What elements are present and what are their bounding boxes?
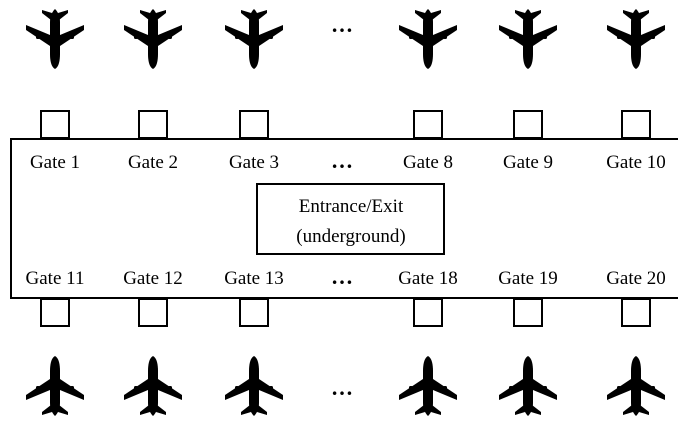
bottom-ellipsis-planes: … [331,375,353,400]
top-ellipsis-label: … [331,148,353,173]
airplane-icon [225,356,283,416]
jet-bridge-icon [513,298,543,327]
bottom-ellipsis-label: … [331,264,353,289]
airplane-icon [225,9,283,69]
airplane-icon [607,356,665,416]
entrance-exit-box [256,183,445,255]
airplane-icon [499,356,557,416]
bottom-gate-label: Gate 13 [224,268,284,289]
airplane-icon [499,9,557,69]
bottom-gate-label: Gate 19 [498,268,558,289]
bottom-gate-label: Gate 18 [398,268,458,289]
airplane-icon [124,9,182,69]
entrance-label: Entrance/Exit [299,196,404,217]
entrance-sublabel: (underground) [296,226,405,247]
top-gate-label: Gate 1 [30,152,80,173]
airplane-icon [124,356,182,416]
top-ellipsis-planes: … [331,12,353,37]
top-gate-label: Gate 8 [403,152,453,173]
airplane-icon [607,9,665,69]
top-gate-label: Gate 9 [503,152,553,173]
airplane-icon [26,9,84,69]
jet-bridge-icon [621,298,651,327]
jet-bridge-icon [413,298,443,327]
bottom-gate-label: Gate 12 [123,268,183,289]
top-gate-label: Gate 3 [229,152,279,173]
jet-bridge-icon [513,110,543,139]
jet-bridge-icon [413,110,443,139]
bottom-gate-label: Gate 11 [26,268,85,289]
jet-bridge-icon [138,110,168,139]
bottom-gate-label: Gate 20 [606,268,666,289]
jet-bridge-icon [40,298,70,327]
jet-bridge-icon [239,110,269,139]
jet-bridge-icon [239,298,269,327]
terminal-building [10,138,678,299]
jet-bridge-icon [40,110,70,139]
airplane-icon [399,356,457,416]
top-gate-label: Gate 2 [128,152,178,173]
jet-bridge-icon [621,110,651,139]
airplane-icon [26,356,84,416]
jet-bridge-icon [138,298,168,327]
top-gate-label: Gate 10 [606,152,666,173]
airplane-icon [399,9,457,69]
